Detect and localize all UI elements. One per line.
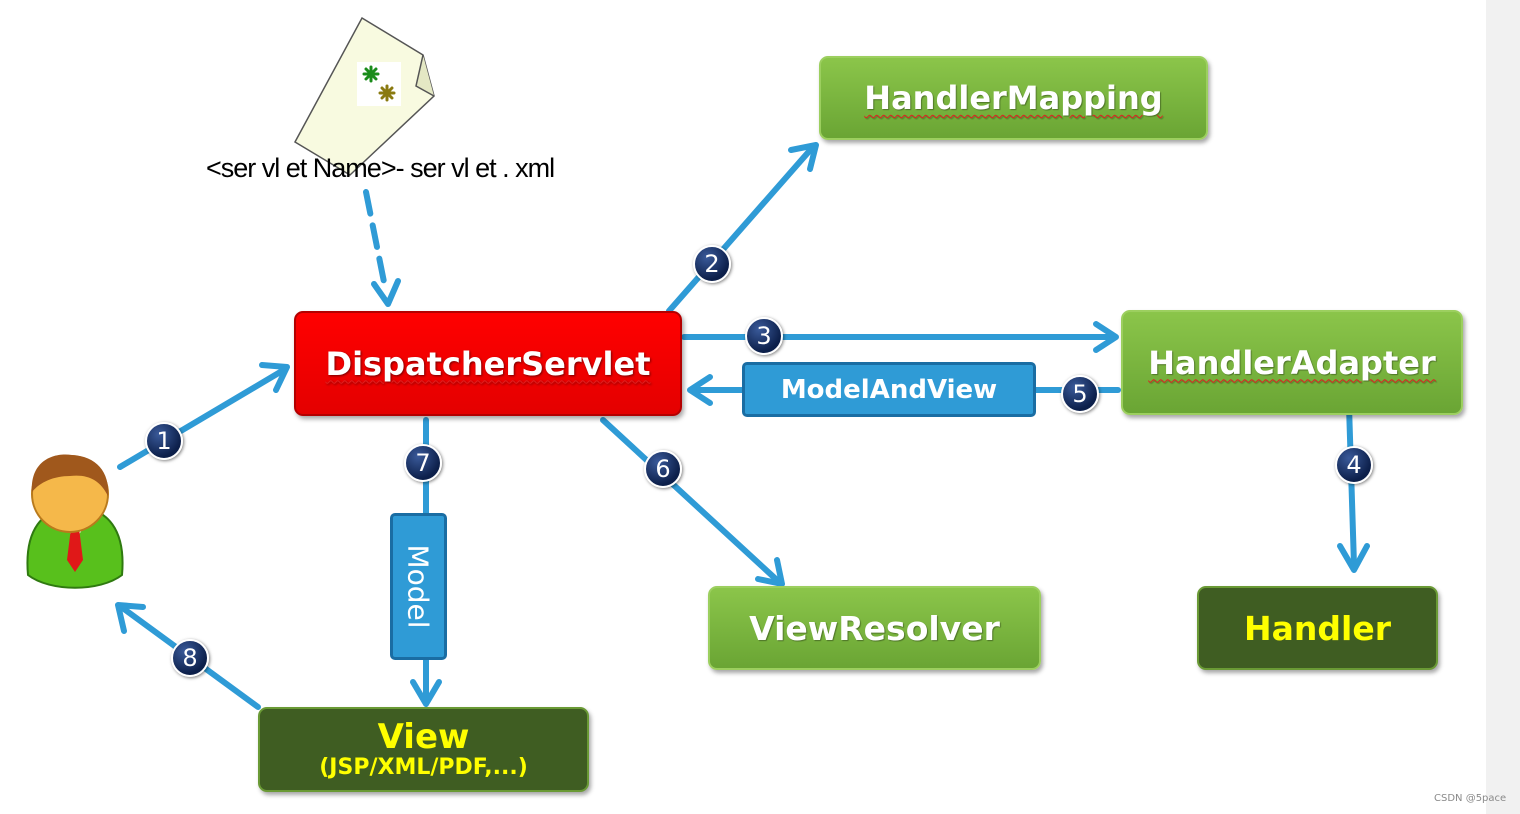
handler-label: Handler <box>1244 608 1391 648</box>
watermark: CSDN @5pace <box>1434 793 1507 804</box>
step-badge-3: 3 <box>745 317 783 355</box>
view-formats-label: (JSP/XML/PDF,...) <box>319 755 528 781</box>
view-resolver-label: ViewResolver <box>749 608 1000 648</box>
user-icon <box>26 454 124 589</box>
arrowhead-1 <box>259 362 290 393</box>
step-badge-2: 2 <box>693 245 731 283</box>
handler-adapter-label: HandlerAdapter <box>1148 343 1436 382</box>
arrowhead-2 <box>788 142 819 172</box>
view-box[interactable]: View (JSP/XML/PDF,...) <box>258 707 589 792</box>
arrowhead-8 <box>115 602 146 634</box>
handler-mapping-label: HandlerMapping <box>864 79 1163 117</box>
arrowhead-6 <box>755 557 785 587</box>
step-badge-6: 6 <box>644 450 682 488</box>
arrow-1 <box>117 368 285 470</box>
view-resolver-box[interactable]: ViewResolver <box>708 586 1041 670</box>
arrowhead-3 <box>1093 321 1119 353</box>
arrow-6 <box>600 417 781 584</box>
dispatcher-servlet-label: DispatcherServlet <box>325 344 651 383</box>
arrowhead-4 <box>1337 543 1370 573</box>
dispatcher-servlet-box[interactable]: DispatcherServlet <box>294 311 682 416</box>
arrow-4 <box>1346 403 1357 568</box>
view-label: View <box>377 716 470 757</box>
arrowhead-5 <box>687 374 713 406</box>
handler-adapter-box[interactable]: HandlerAdapter <box>1121 310 1463 415</box>
config-file-label: <ser vl et Name>- ser vl et . xml <box>206 153 555 183</box>
model-and-view-label: ModelAndView <box>742 362 1036 417</box>
handler-mapping-box[interactable]: HandlerMapping <box>819 56 1208 140</box>
step-badge-1: 1 <box>145 422 183 460</box>
scrollbar[interactable] <box>1486 0 1520 814</box>
step-badge-4: 4 <box>1335 446 1373 484</box>
step-badge-5: 5 <box>1061 375 1099 413</box>
step-badge-7: 7 <box>404 444 442 482</box>
arrowhead-7 <box>410 679 442 707</box>
step-badge-8: 8 <box>171 639 209 677</box>
arrowhead-config <box>371 278 401 307</box>
arrow-config <box>363 189 389 295</box>
model-label: Model <box>390 513 447 660</box>
arrow-2 <box>666 145 815 314</box>
document-icon <box>293 16 435 176</box>
handler-box[interactable]: Handler <box>1197 586 1438 670</box>
